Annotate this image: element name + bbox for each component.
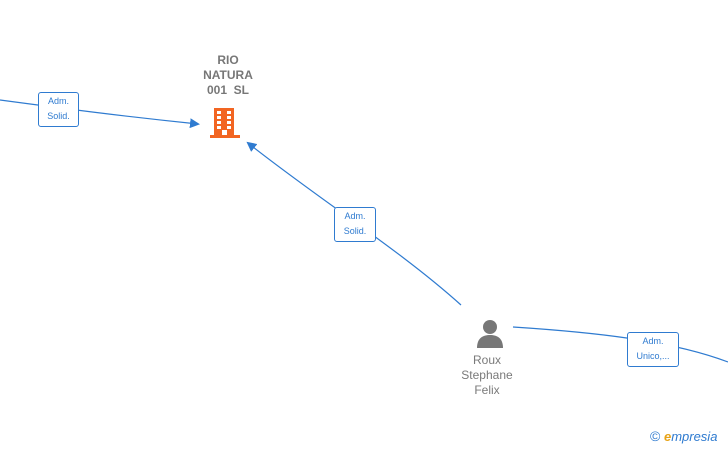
brand-watermark: © empresia <box>650 428 717 444</box>
person-node-label[interactable]: Roux Stephane Felix <box>447 353 527 398</box>
edge-label-line: Adm. <box>642 336 664 346</box>
brand-name: mpresia <box>671 429 718 444</box>
edge-label-badge[interactable]: Adm. Unico,... <box>627 332 679 367</box>
edge-label-line: Unico,... <box>636 351 670 361</box>
copyright-symbol: © <box>650 428 661 444</box>
person-label-line: Stephane <box>461 368 513 382</box>
edge-label-badge[interactable]: Adm. Solid. <box>334 207 376 242</box>
edge-line-person-to-right <box>512 326 728 363</box>
edge-label-line: Solid. <box>343 226 367 236</box>
edge-label-line: Adm. <box>47 96 69 106</box>
building-icon[interactable] <box>208 105 242 139</box>
edge-label-line: Adm. <box>344 211 366 221</box>
brand-initial: e <box>663 429 672 444</box>
edge-label-badge[interactable]: Adm. Solid. <box>38 92 79 127</box>
edge-label-line: Solid. <box>47 111 70 121</box>
person-label-line: Roux <box>472 353 501 367</box>
company-node-label[interactable]: RIO NATURA 001 SL <box>188 53 268 98</box>
company-label-line: NATURA <box>203 68 253 82</box>
company-label-line: RIO <box>217 53 239 67</box>
person-icon[interactable] <box>474 317 506 349</box>
company-label-line: 001 SL <box>206 83 250 97</box>
edge-line-left-to-company <box>0 99 200 129</box>
person-label-line: Felix <box>474 383 500 397</box>
